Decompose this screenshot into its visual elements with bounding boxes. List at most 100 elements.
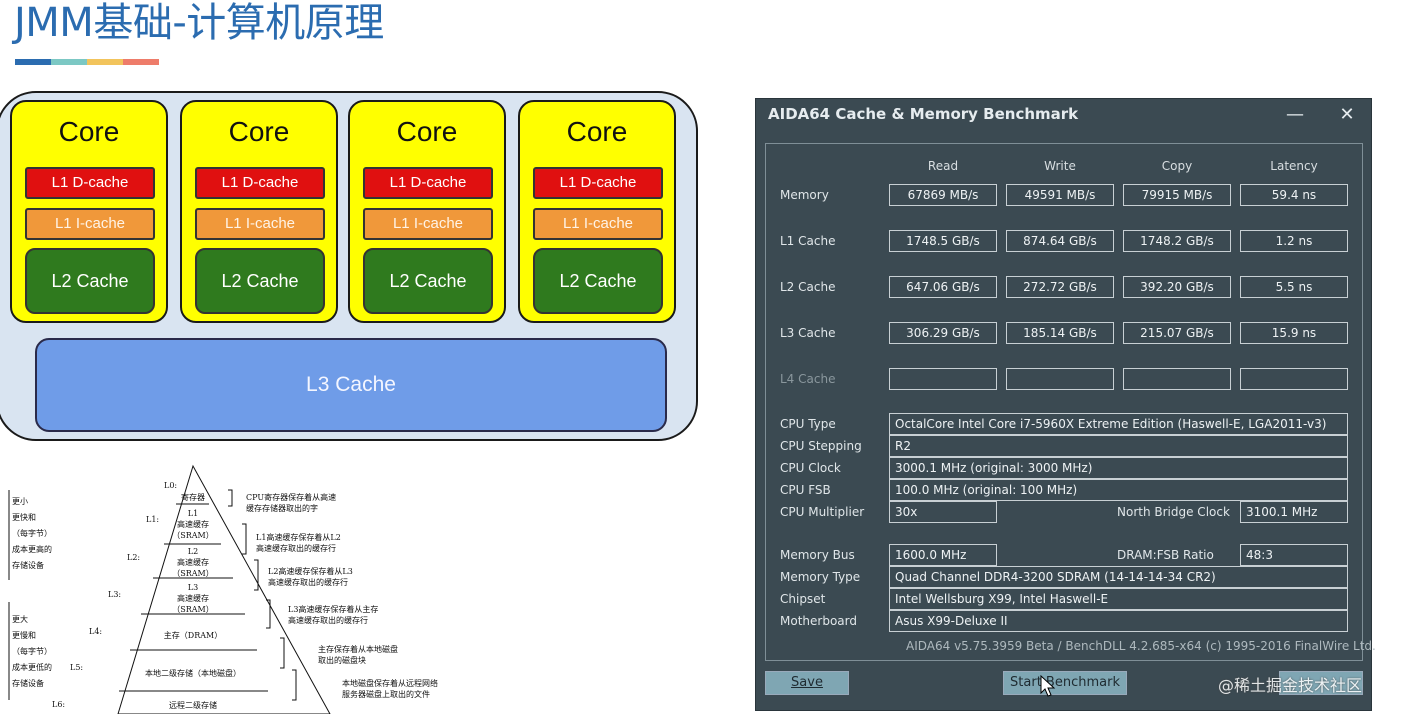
- window-title: AIDA64 Cache & Memory Benchmark: [768, 105, 1079, 123]
- l1-dcache: L1 D-cache: [25, 167, 155, 199]
- level-description: L3高速缓存保存着从主存 高速缓存取出的缓存行: [288, 605, 379, 625]
- cpu-fsb-label: CPU FSB: [780, 483, 831, 497]
- version-footer: AIDA64 v5.75.3959 Beta / BenchDLL 4.2.68…: [906, 639, 1376, 653]
- l1-latency-value: 1.2 ns: [1240, 230, 1348, 252]
- cpu-type-label: CPU Type: [780, 417, 836, 431]
- benchmark-panel: [765, 143, 1363, 661]
- cpu-multiplier-label: CPU Multiplier: [780, 505, 865, 519]
- cpu-stepping-value: R2: [889, 435, 1348, 457]
- l2-copy-value: 392.20 GB/s: [1123, 276, 1231, 298]
- level-label: 本地二级存储（本地磁盘）: [145, 669, 241, 678]
- row-label-l1-cache: L1 Cache: [780, 234, 836, 248]
- l1-write-value: 874.64 GB/s: [1006, 230, 1114, 252]
- l1-icache: L1 I-cache: [363, 208, 493, 240]
- level-label: L2 高速缓存 （SRAM）: [172, 547, 214, 578]
- start-benchmark-button[interactable]: Start Benchmark: [1003, 671, 1127, 695]
- level-tag: L6:: [52, 700, 66, 709]
- l4-read-value: [889, 368, 997, 390]
- watermark: @稀土掘金技术社区: [1218, 676, 1363, 695]
- level-description: 本地磁盘保存着从远程网络 服务器磁盘上取出的文件: [342, 679, 438, 699]
- aida64-window: AIDA64 Cache & Memory Benchmark — ✕ Read…: [755, 98, 1376, 711]
- row-label-l4-cache: L4 Cache: [780, 372, 836, 386]
- cpu-clock-value: 3000.1 MHz (original: 3000 MHz): [889, 457, 1348, 479]
- l2-cache: L2 Cache: [195, 248, 325, 314]
- title-accent-bar-2: [51, 59, 87, 65]
- core-box: Core L1 D-cache L1 I-cache L2 Cache: [180, 100, 338, 323]
- slide-title: JMM基础-计算机原理: [14, 0, 384, 46]
- mouse-cursor-icon: [1040, 675, 1056, 697]
- level-tag: L5:: [70, 663, 84, 672]
- l1-icache: L1 I-cache: [195, 208, 325, 240]
- motherboard-label: Motherboard: [780, 614, 857, 628]
- l2-cache: L2 Cache: [25, 248, 155, 314]
- l2-cache: L2 Cache: [533, 248, 663, 314]
- title-accent-bar-3: [87, 59, 123, 65]
- level-label: L3 高速缓存 （SRAM）: [172, 583, 214, 614]
- minimize-button[interactable]: —: [1286, 104, 1304, 125]
- memory-write-value: 49591 MB/s: [1006, 184, 1114, 206]
- cpu-multiplier-value: 30x: [889, 501, 997, 523]
- close-button[interactable]: ✕: [1339, 104, 1355, 125]
- memory-latency-value: 59.4 ns: [1240, 184, 1348, 206]
- l3-write-value: 185.14 GB/s: [1006, 322, 1114, 344]
- l3-cache: L3 Cache: [35, 338, 667, 432]
- level-label: L1 高速缓存 （SRAM）: [172, 509, 214, 540]
- level-description: L1高速缓存保存着从L2 高速缓存取出的缓存行: [256, 533, 341, 553]
- level-label: 远程二级存储: [169, 701, 217, 710]
- memory-read-value: 67869 MB/s: [889, 184, 997, 206]
- north-bridge-clock-label: North Bridge Clock: [1117, 505, 1230, 519]
- column-header-read: Read: [927, 159, 959, 173]
- l3-latency-value: 15.9 ns: [1240, 322, 1348, 344]
- dram-fsb-ratio-value: 48:3: [1240, 544, 1348, 566]
- chipset-value: Intel Wellsburg X99, Intel Haswell-E: [889, 588, 1348, 610]
- cpu-stepping-label: CPU Stepping: [780, 439, 862, 453]
- l4-latency-value: [1240, 368, 1348, 390]
- row-label-l3-cache: L3 Cache: [780, 326, 836, 340]
- memory-type-value: Quad Channel DDR4-3200 SDRAM (14-14-14-3…: [889, 566, 1348, 588]
- level-tag: L3:: [108, 590, 122, 599]
- l2-read-value: 647.06 GB/s: [889, 276, 997, 298]
- core-title: Core: [396, 116, 458, 147]
- core-title: Core: [58, 116, 120, 147]
- l4-write-value: [1006, 368, 1114, 390]
- title-accent-bar-1: [15, 59, 51, 65]
- core-title: Core: [566, 116, 628, 147]
- l1-dcache: L1 D-cache: [195, 167, 325, 199]
- level-description: 主存保存着从本地磁盘 取出的磁盘块: [318, 645, 398, 665]
- column-header-copy: Copy: [1161, 159, 1193, 173]
- core-title: Core: [228, 116, 290, 147]
- close-dialog-button[interactable]: [1279, 671, 1363, 695]
- level-tag: L1:: [146, 515, 160, 524]
- memory-copy-value: 79915 MB/s: [1123, 184, 1231, 206]
- cpu-fsb-value: 100.0 MHz (original: 100 MHz): [889, 479, 1348, 501]
- l2-cache: L2 Cache: [363, 248, 493, 314]
- l1-icache: L1 I-cache: [533, 208, 663, 240]
- chipset-label: Chipset: [780, 592, 826, 606]
- l4-copy-value: [1123, 368, 1231, 390]
- l3-copy-value: 215.07 GB/s: [1123, 322, 1231, 344]
- l2-latency-value: 5.5 ns: [1240, 276, 1348, 298]
- core-box: Core L1 D-cache L1 I-cache L2 Cache: [518, 100, 676, 323]
- title-accent-bar-4: [123, 59, 159, 65]
- l1-read-value: 1748.5 GB/s: [889, 230, 997, 252]
- row-label-l2-cache: L2 Cache: [780, 280, 836, 294]
- dram-fsb-ratio-label: DRAM:FSB Ratio: [1117, 548, 1214, 562]
- cpu-clock-label: CPU Clock: [780, 461, 841, 475]
- l1-dcache: L1 D-cache: [363, 167, 493, 199]
- level-tag: L0:: [164, 481, 178, 490]
- memory-hierarchy-pyramid: 更小更快和（每字节）成本更高的存储设备 更大更慢和（每字节）成本更低的存储设备 …: [0, 460, 470, 714]
- save-button[interactable]: Save: [765, 671, 849, 695]
- memory-type-label: Memory Type: [780, 570, 861, 584]
- l1-icache: L1 I-cache: [25, 208, 155, 240]
- motherboard-value: Asus X99-Deluxe II: [889, 610, 1348, 632]
- core-box: Core L1 D-cache L1 I-cache L2 Cache: [348, 100, 506, 323]
- level-label: 主存（DRAM）: [163, 631, 223, 640]
- level-label: 寄存器: [181, 493, 205, 502]
- column-header-write: Write: [1044, 159, 1076, 173]
- level-description: L2高速缓存保存着从L3 高速缓存取出的缓存行: [268, 567, 353, 587]
- level-tag: L2:: [127, 553, 141, 562]
- pyramid-top-side-label: 更小更快和（每字节）成本更高的存储设备: [12, 497, 52, 570]
- l1-dcache: L1 D-cache: [533, 167, 663, 199]
- pyramid-bottom-side-label: 更大更慢和（每字节）成本更低的存储设备: [12, 615, 52, 688]
- row-label-memory: Memory: [780, 188, 829, 202]
